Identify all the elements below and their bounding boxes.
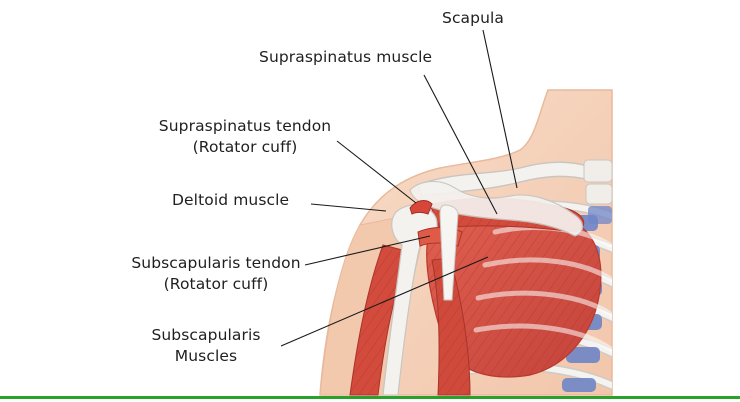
label-supraspinatus-tendon-line2: (Rotator cuff) xyxy=(192,138,298,156)
label-scapula: Scapula xyxy=(442,9,505,27)
spine xyxy=(583,159,613,224)
label-supraspinatus-tendon: Supraspinatus tendon (Rotator cuff) xyxy=(157,116,333,158)
label-supraspinatus-tendon-line1: Supraspinatus tendon xyxy=(158,117,332,135)
label-subscapularis-muscles: Subscapularis Muscles xyxy=(146,325,266,367)
label-subscapularis-muscles-line1: Subscapularis xyxy=(151,326,261,344)
label-subscapularis-muscles-line2: Muscles xyxy=(174,347,238,365)
leader-lines xyxy=(280,29,518,347)
label-supraspinatus-muscle: Supraspinatus muscle xyxy=(259,48,433,66)
label-subscapularis-tendon-line1: Subscapularis tendon xyxy=(131,254,301,272)
label-subscapularis-tendon: Subscapularis tendon (Rotator cuff) xyxy=(128,253,304,295)
bottom-accent-bar xyxy=(0,396,740,399)
humerus-bone xyxy=(382,204,438,396)
label-subscapularis-tendon-line2: (Rotator cuff) xyxy=(163,275,269,293)
supraspinatus-tendon xyxy=(409,200,433,215)
label-deltoid-muscle: Deltoid muscle xyxy=(172,191,290,209)
